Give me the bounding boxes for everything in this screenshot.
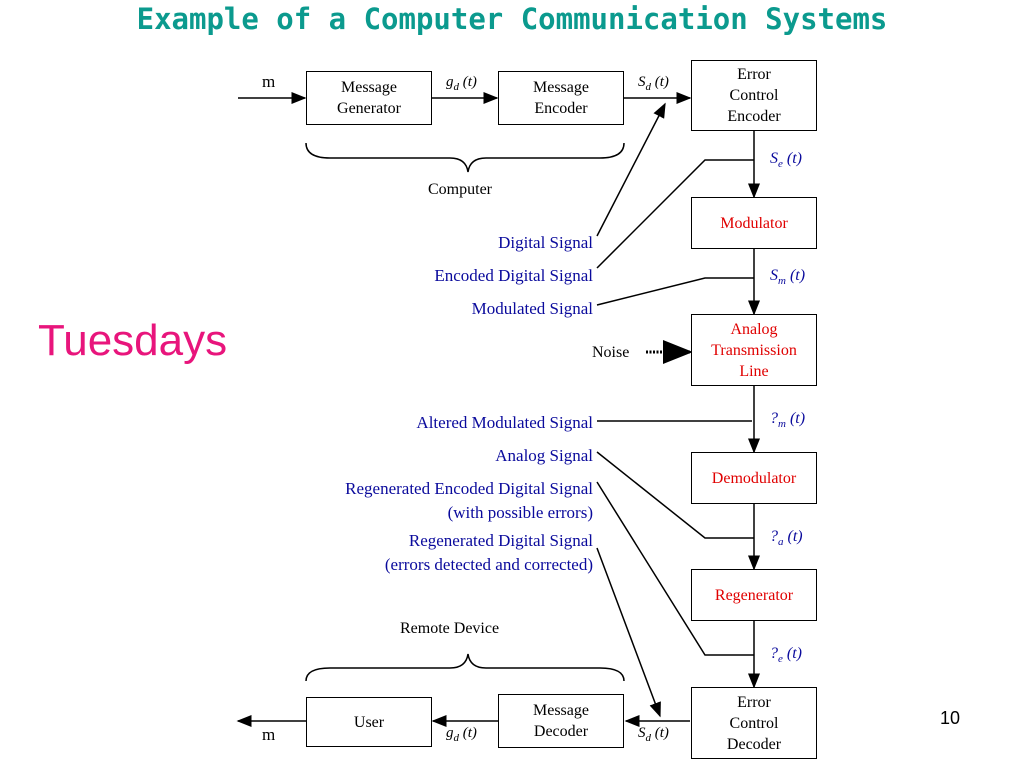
remote-device-group-label: Remote Device (400, 620, 500, 637)
analog-transmission-line-block: Analog Transmission Line (691, 314, 817, 386)
analog-transmission-line-label: Analog Transmission Line (711, 320, 797, 380)
altered-modulated-signal-label: Altered Modulated Signal (416, 413, 593, 432)
noise-label: Noise (592, 344, 630, 361)
input-symbol: m (262, 72, 276, 91)
signal-gd-bottom: gd (t) (446, 725, 477, 744)
regenerator-block: Regenerator (691, 569, 817, 621)
modulator-label: Modulator (720, 214, 788, 232)
message-encoder-label: Message Encoder (533, 79, 589, 117)
error-control-decoder-block: Error Control Decoder (691, 687, 817, 759)
side-label: Tuesdays (38, 316, 228, 365)
signal-sd-bottom: Sd (t) (638, 725, 669, 744)
page-number: 10 (940, 708, 961, 728)
regenerator-label: Regenerator (714, 586, 794, 604)
user-block: User (306, 697, 432, 747)
error-control-encoder-label: Error Control Encoder (727, 66, 781, 125)
pointer-regenerated-digital (596, 547, 661, 718)
message-generator-block: Message Generator (306, 71, 432, 125)
signal-sd-top: Sd (t) (638, 74, 669, 93)
user-label: User (353, 713, 385, 731)
message-decoder-block: Message Decoder (498, 694, 624, 748)
digital-signal-label: Digital Signal (498, 233, 593, 252)
encoded-digital-signal-label: Encoded Digital Signal (434, 266, 593, 285)
computer-brace (305, 142, 625, 173)
signal-qe: ?e (t) (770, 645, 802, 666)
error-control-encoder-block: Error Control Encoder (691, 60, 817, 131)
error-control-decoder-label: Error Control Decoder (726, 693, 782, 753)
remote-device-brace (305, 653, 625, 682)
modulated-signal-label: Modulated Signal (471, 299, 593, 318)
signal-gd-top: gd (t) (446, 74, 477, 93)
modulator-block: Modulator (691, 197, 817, 249)
message-encoder-block: Message Encoder (498, 71, 624, 125)
demodulator-block: Demodulator (691, 452, 817, 504)
pointer-encoded-digital-signal (596, 159, 754, 269)
pointer-analog-signal (596, 451, 754, 539)
regenerated-encoded-label: Regenerated Encoded Digital Signal (with… (345, 479, 593, 522)
signal-se: Se (t) (770, 150, 802, 171)
message-decoder-label: Message Decoder (533, 702, 589, 740)
pointer-regenerated-encoded (596, 481, 754, 656)
output-symbol: m (262, 725, 276, 744)
pointer-digital-signal (596, 102, 666, 237)
analog-signal-label: Analog Signal (495, 446, 593, 465)
signal-qa: ?a (t) (770, 528, 803, 549)
regenerated-digital-label: Regenerated Digital Signal (errors detec… (384, 531, 593, 574)
computer-group-label: Computer (428, 181, 492, 198)
demodulator-label: Demodulator (711, 469, 797, 487)
signal-qm: ?m (t) (770, 410, 806, 431)
message-generator-label: Message Generator (337, 79, 401, 117)
pointer-modulated-signal (596, 277, 754, 306)
signal-sm: Sm (t) (770, 267, 806, 288)
slide-title: Example of a Computer Communication Syst… (136, 2, 888, 36)
